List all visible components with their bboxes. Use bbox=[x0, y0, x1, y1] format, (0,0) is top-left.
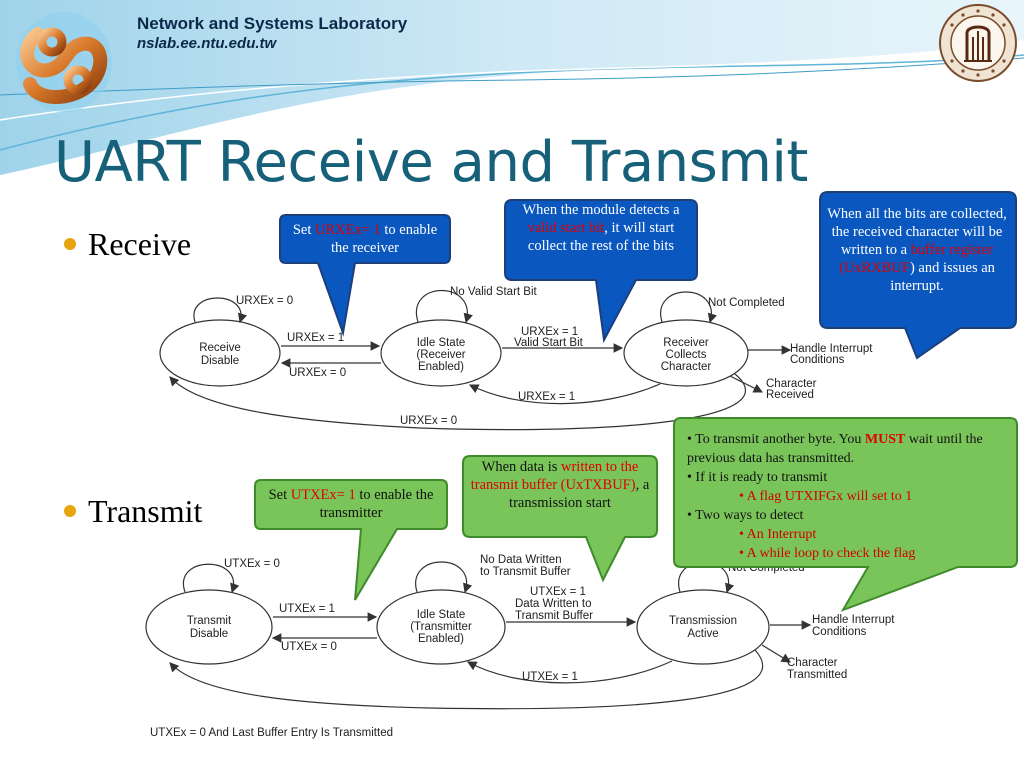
callout-utxen: Set UTXEx= 1 to enable the transmitter bbox=[260, 486, 442, 522]
callout-utxen-hl: UTXEx= 1 bbox=[290, 487, 356, 503]
rx-label-self-active: Not Completed bbox=[708, 297, 785, 309]
tx-label-idle-to-active-3: Transmit Buffer bbox=[515, 610, 593, 622]
rx-label-self-disable: URXEx = 0 bbox=[236, 295, 293, 307]
tx-label-char-2: Transmitted bbox=[787, 669, 847, 681]
rx-state-idle-l3: Enabled) bbox=[418, 361, 464, 373]
callout-rx-done-shape bbox=[819, 191, 1017, 360]
tx-label-active-to-disable: UTXEx = 0 And Last Buffer Entry Is Trans… bbox=[150, 727, 393, 739]
rx-label-char-2: Received bbox=[766, 389, 814, 401]
tx-notes-line1-post: wait until the previous data has transmi… bbox=[687, 432, 983, 466]
state-transmit-disable bbox=[145, 589, 273, 665]
tx-notes-line4: • Two ways to detect bbox=[687, 508, 804, 523]
callout-urxen: Set URXEx= 1 to enable the receiver bbox=[284, 221, 446, 257]
rx-label-idle-to-disable: URXEx = 0 bbox=[289, 367, 346, 379]
callout-utxen-pre: Set bbox=[268, 487, 291, 503]
transmit-state-diagram bbox=[145, 561, 812, 710]
callout-start-bit-pre: When the module detects a bbox=[522, 202, 680, 218]
callout-utxen-shape bbox=[254, 479, 448, 601]
lab-url[interactable]: nslab.ee.ntu.edu.tw bbox=[137, 35, 277, 52]
tx-notes-line6: • A while loop to check the flag bbox=[739, 546, 916, 561]
bullet-dot-icon bbox=[64, 237, 76, 250]
state-receiver-collect bbox=[623, 319, 749, 387]
tx-label-handle-1: Handle Interrupt bbox=[812, 614, 895, 626]
callout-rx-done-post: ) and issues an interrupt. bbox=[890, 260, 995, 294]
callout-tx-notes: • To transmit another byte. You MUST wai… bbox=[687, 430, 1007, 563]
callout-urxen-hl: URXEx= 1 bbox=[315, 222, 381, 238]
tx-notes-line3: • A flag UTXIFGx will set to 1 bbox=[739, 489, 913, 504]
rx-state-disable-l2: Disable bbox=[201, 355, 239, 367]
tx-label-active-to-idle: UTXEx = 1 bbox=[522, 671, 578, 683]
rx-label-self-idle: No Valid Start Bit bbox=[450, 286, 538, 298]
callout-utxen-post: to enable the transmitter bbox=[319, 487, 434, 521]
header-wave-background bbox=[0, 0, 1024, 175]
tx-state-idle-l3: Enabled) bbox=[418, 633, 464, 645]
tx-label-char-1: Character bbox=[787, 657, 838, 669]
tx-label-idle-to-disable: UTXEx = 0 bbox=[281, 641, 337, 653]
rx-label-active-to-idle: URXEx = 1 bbox=[518, 391, 575, 403]
tx-state-idle-l2: (Transmitter bbox=[410, 621, 472, 633]
lab-name: Network and Systems Laboratory bbox=[137, 14, 408, 33]
receive-state-diagram bbox=[159, 290, 792, 431]
callout-tx-buf-pre: When data is bbox=[481, 459, 561, 475]
tx-notes-must: MUST bbox=[864, 432, 906, 447]
tx-state-disable-l1: Transmit bbox=[187, 615, 232, 627]
tx-label-disable-to-idle: UTXEx = 1 bbox=[279, 603, 335, 615]
bullet-transmit: Transmit bbox=[64, 493, 202, 530]
state-receiver-idle bbox=[380, 319, 502, 387]
rx-state-active-l3: Character bbox=[661, 361, 712, 373]
tx-label-self-idle-2: to Transmit Buffer bbox=[480, 566, 571, 578]
tx-state-active-l1: Transmission bbox=[669, 615, 737, 627]
rx-label-idle-to-active-1: URXEx = 1 bbox=[521, 326, 578, 338]
tx-state-active-l2: Active bbox=[687, 628, 718, 640]
rx-label-disable-to-idle: URXEx = 1 bbox=[287, 332, 344, 344]
rx-label-idle-to-active-2: Valid Start Bit bbox=[514, 337, 584, 349]
callout-tx-notes-shape bbox=[673, 417, 1018, 612]
callout-start-bit: When the module detects a valid start bi… bbox=[511, 201, 691, 255]
callout-start-bit-hl: valid start bit bbox=[527, 220, 605, 236]
bullet-transmit-label: Transmit bbox=[88, 493, 203, 529]
bullet-receive-label: Receive bbox=[88, 226, 192, 262]
callout-tx-buf-shape bbox=[462, 455, 658, 583]
callout-start-bit-post: , it will start collect the rest of the … bbox=[527, 220, 675, 254]
rx-state-active-l2: Collects bbox=[666, 349, 707, 361]
rx-label-handle-1: Handle Interrupt bbox=[790, 343, 873, 355]
tx-label-self-disable: UTXEx = 0 bbox=[224, 558, 280, 570]
bullet-dot-icon bbox=[64, 504, 76, 517]
tx-label-idle-to-active-1: UTXEx = 1 bbox=[530, 586, 586, 598]
callout-urxen-post: to enable the receiver bbox=[330, 222, 438, 256]
tx-label-self-idle-1: No Data Written bbox=[480, 554, 562, 566]
rx-label-handle-2: Conditions bbox=[790, 354, 845, 366]
tx-state-disable-l2: Disable bbox=[190, 628, 228, 640]
callout-urxen-pre: Set bbox=[292, 222, 315, 238]
tx-notes-line1-pre: • To transmit another byte. You bbox=[687, 432, 865, 447]
state-receive-disable bbox=[159, 319, 281, 387]
rx-state-disable-l1: Receive bbox=[199, 342, 241, 354]
rx-label-char-1: Character bbox=[766, 378, 817, 390]
tx-state-idle-l1: Idle State bbox=[417, 609, 466, 621]
callout-rx-done-hl: buffer register (UxRXBUF bbox=[839, 242, 993, 276]
tx-label-handle-2: Conditions bbox=[812, 626, 867, 638]
callout-tx-buf: When data is written to the transmit buf… bbox=[470, 458, 650, 512]
callout-rx-done-pre: When all the bits are collected, the rec… bbox=[827, 206, 1007, 258]
callout-tx-buf-hl: written to the transmit buffer (UxTXBUF) bbox=[470, 459, 639, 493]
rx-state-idle-l1: Idle State bbox=[417, 337, 466, 349]
bullet-receive: Receive bbox=[64, 226, 191, 263]
nslab-infinity-logo-icon bbox=[16, 12, 112, 112]
callout-urxen-shape bbox=[279, 214, 451, 337]
callout-tx-buf-post: , a transmission start bbox=[509, 477, 650, 511]
callout-start-bit-shape bbox=[504, 199, 698, 344]
slide-title: UART Receive and Transmit bbox=[54, 130, 808, 195]
tx-label-idle-to-active-2: Data Written to bbox=[515, 598, 592, 610]
rx-state-active-l1: Receiver bbox=[663, 337, 709, 349]
tx-notes-line2: • If it is ready to transmit bbox=[687, 470, 828, 485]
rx-state-idle-l2: (Receiver bbox=[416, 349, 465, 361]
state-transmission-active bbox=[636, 589, 770, 665]
callout-rx-done: When all the bits are collected, the rec… bbox=[826, 205, 1008, 295]
tx-notes-line1: • To transmit another byte. You MUST wai… bbox=[687, 430, 1007, 468]
state-transmitter-idle bbox=[376, 589, 506, 665]
ntu-university-seal-icon bbox=[939, 4, 1017, 82]
rx-label-active-to-disable: URXEx = 0 bbox=[400, 415, 457, 427]
tx-notes-line5: • An Interrupt bbox=[739, 527, 817, 542]
